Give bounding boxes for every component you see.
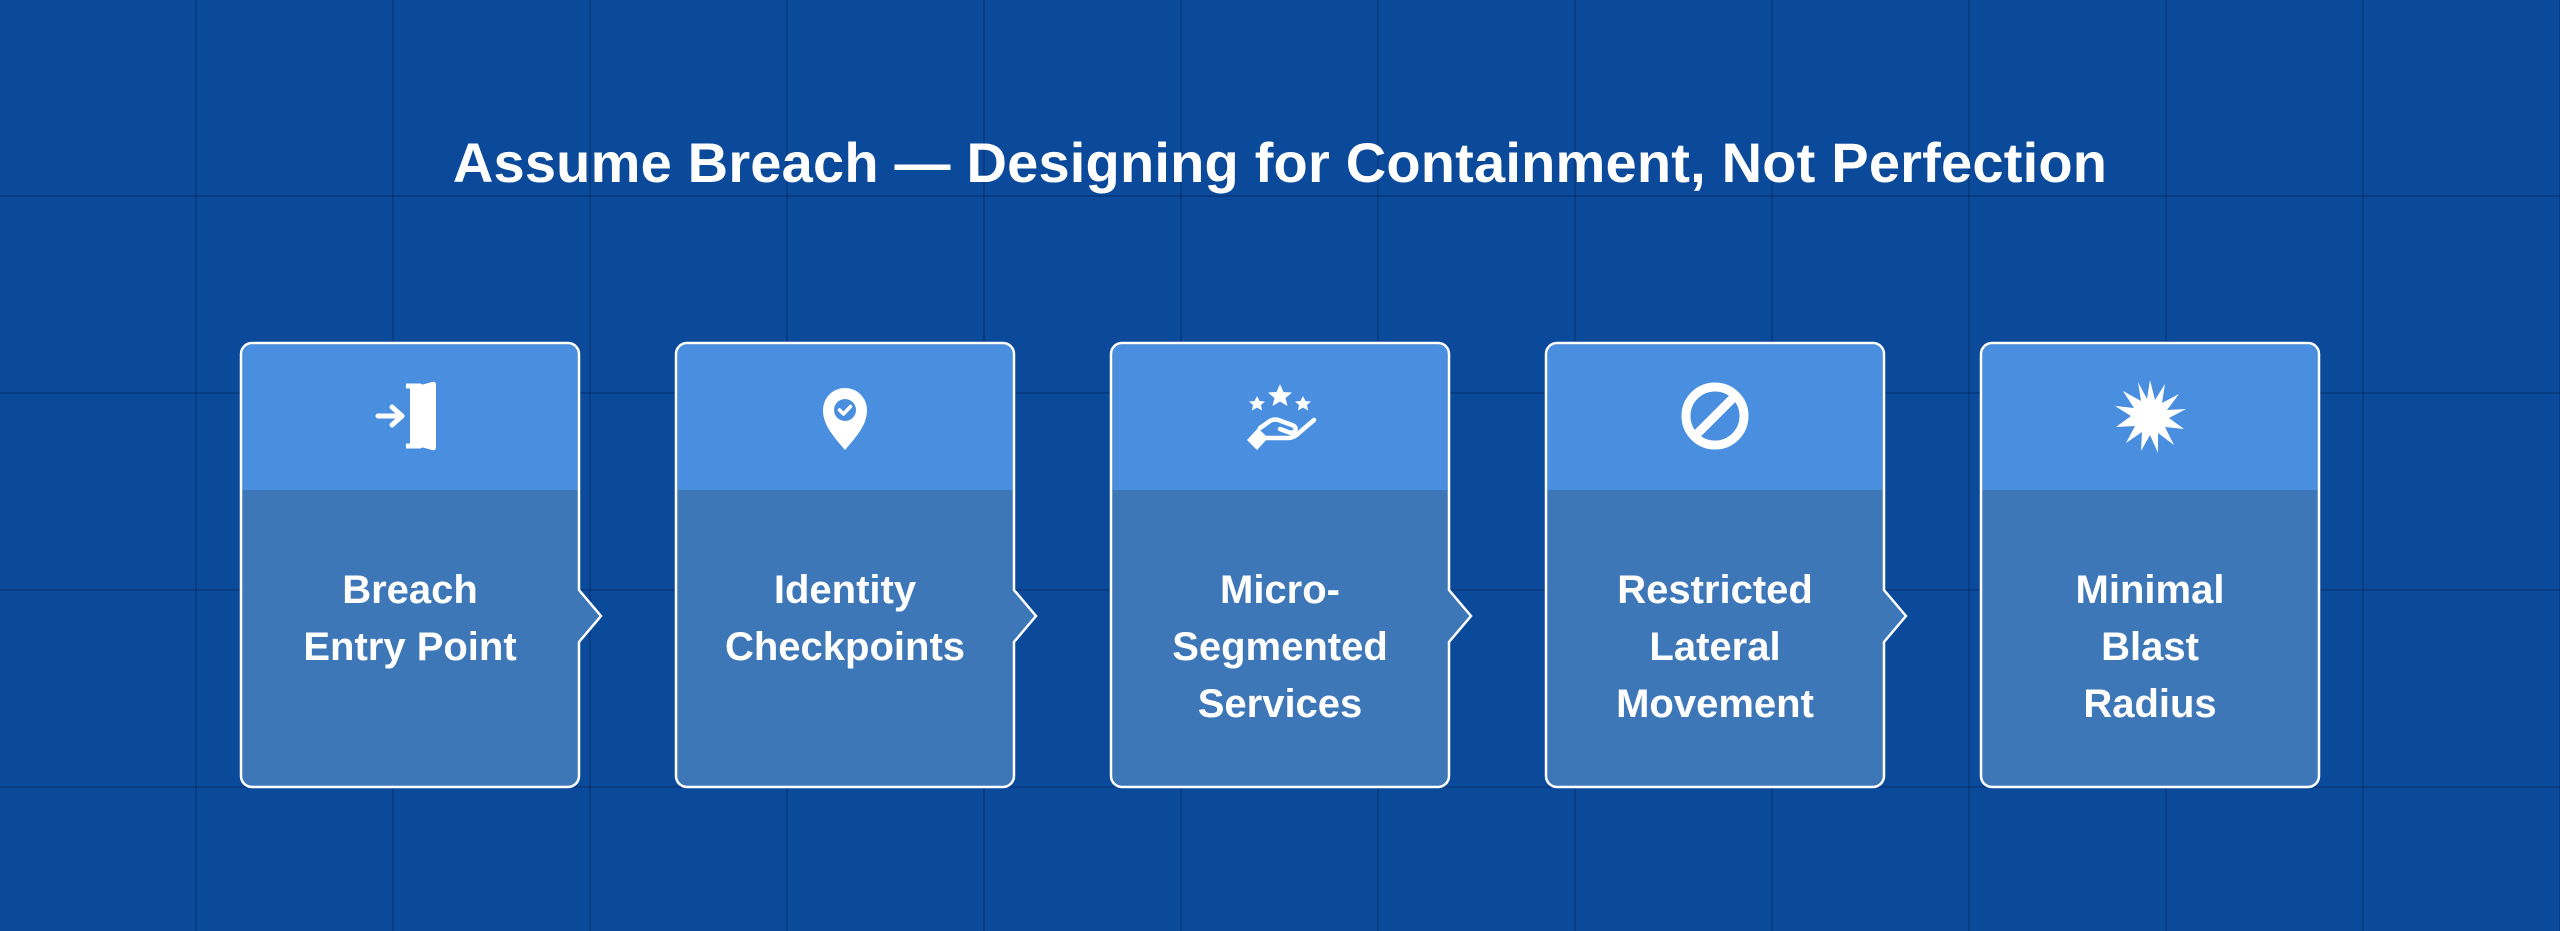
step-card-micro-segmented-services: Micro- Segmented Services — [1109, 341, 1473, 789]
burst-icon — [1980, 342, 2320, 490]
step-label: Minimal Blast Radius — [2075, 568, 2225, 726]
step-label: Micro- Segmented Services — [1172, 568, 1388, 726]
location-check-icon — [675, 342, 1015, 490]
card-frame — [1544, 341, 1908, 789]
card-frame — [1109, 341, 1473, 789]
step-card-identity-checkpoints: Identity Checkpoints — [674, 341, 1038, 789]
step-label: Breach Entry Point — [303, 568, 517, 669]
door-enter-icon — [240, 342, 580, 490]
diagram-title: Assume Breach — Designing for Containmen… — [452, 131, 2108, 194]
step-card-minimal-blast-radius: Minimal Blast Radius — [1979, 341, 2321, 789]
card-frame — [674, 341, 1038, 789]
no-entry-icon — [1545, 342, 1885, 490]
step-card-breach-entry-point: Breach Entry Point — [239, 341, 603, 789]
card-frame — [239, 341, 603, 789]
hand-stars-icon — [1110, 342, 1450, 490]
step-label: Identity Checkpoints — [724, 568, 966, 669]
step-label: Restricted Lateral Movement — [1616, 568, 1814, 726]
step-card-restricted-lateral-movement: Restricted Lateral Movement — [1544, 341, 1908, 789]
